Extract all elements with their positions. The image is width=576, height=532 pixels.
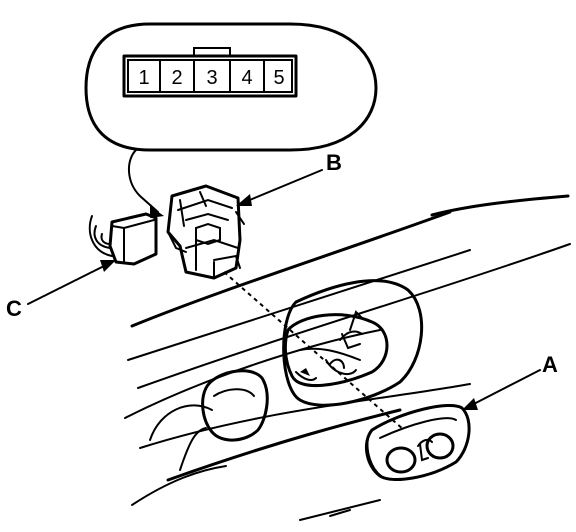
door-panel [124,194,571,521]
door-handle-recess [282,279,424,407]
switch-button-right [425,432,455,460]
connector-b [166,184,245,280]
leader-c [27,260,116,305]
callout-c: C [6,296,22,321]
switch-a [364,403,471,482]
lock-knob [201,369,269,442]
lower-trim [149,404,213,471]
pin-2-label: 2 [171,67,182,89]
connector-face: 1 2 3 4 5 [122,47,298,98]
pin-5-label: 5 [273,67,284,89]
connector-face-callout [84,22,378,218]
switch-button-left [385,446,417,474]
harness-plug-c [88,212,158,266]
pin-3-label: 3 [206,67,217,89]
pin-1-label: 1 [138,67,149,89]
leader-b [236,169,323,206]
callout-b: B [326,150,342,175]
leader-a [462,369,541,410]
pin-4-label: 4 [241,67,252,89]
callout-a: A [542,352,558,377]
